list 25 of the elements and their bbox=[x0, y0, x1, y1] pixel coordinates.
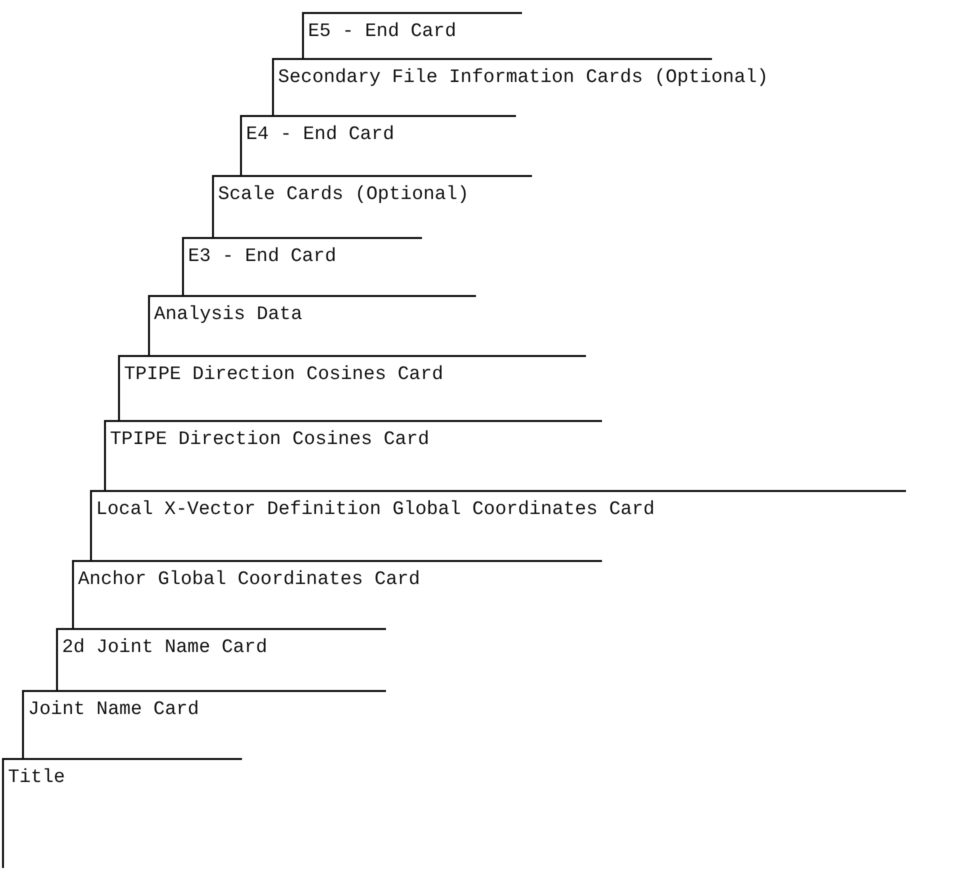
card-label: Title bbox=[8, 766, 66, 788]
card-outline bbox=[118, 355, 586, 420]
card-outline bbox=[212, 175, 532, 237]
card-outline bbox=[72, 560, 602, 628]
card-label: E5 - End Card bbox=[308, 20, 456, 42]
card-label: TPIPE Direction Cosines Card bbox=[124, 363, 444, 385]
card-outline bbox=[182, 237, 422, 295]
card-outline bbox=[302, 12, 522, 58]
card-label: Anchor Global Coordinates Card bbox=[78, 568, 420, 590]
card-label: E3 - End Card bbox=[188, 245, 336, 267]
card-outline bbox=[104, 420, 602, 490]
card-label: Scale Cards (Optional) bbox=[218, 183, 469, 205]
card-outline bbox=[22, 690, 386, 758]
card-outline bbox=[240, 115, 516, 175]
card-label: Analysis Data bbox=[154, 303, 302, 325]
card-label: E4 - End Card bbox=[246, 123, 394, 145]
card-label: 2d Joint Name Card bbox=[62, 636, 268, 658]
card-outline bbox=[56, 628, 386, 690]
card-outline bbox=[90, 490, 906, 560]
card-label: Secondary File Information Cards (Optional) bbox=[278, 66, 768, 88]
card-outline bbox=[148, 295, 476, 355]
card-label: Local X-Vector Definition Global Coordinates Card bbox=[96, 498, 655, 520]
card-label: Joint Name Card bbox=[28, 698, 200, 720]
card-outline bbox=[2, 758, 242, 868]
card-label: TPIPE Direction Cosines Card bbox=[110, 428, 430, 450]
